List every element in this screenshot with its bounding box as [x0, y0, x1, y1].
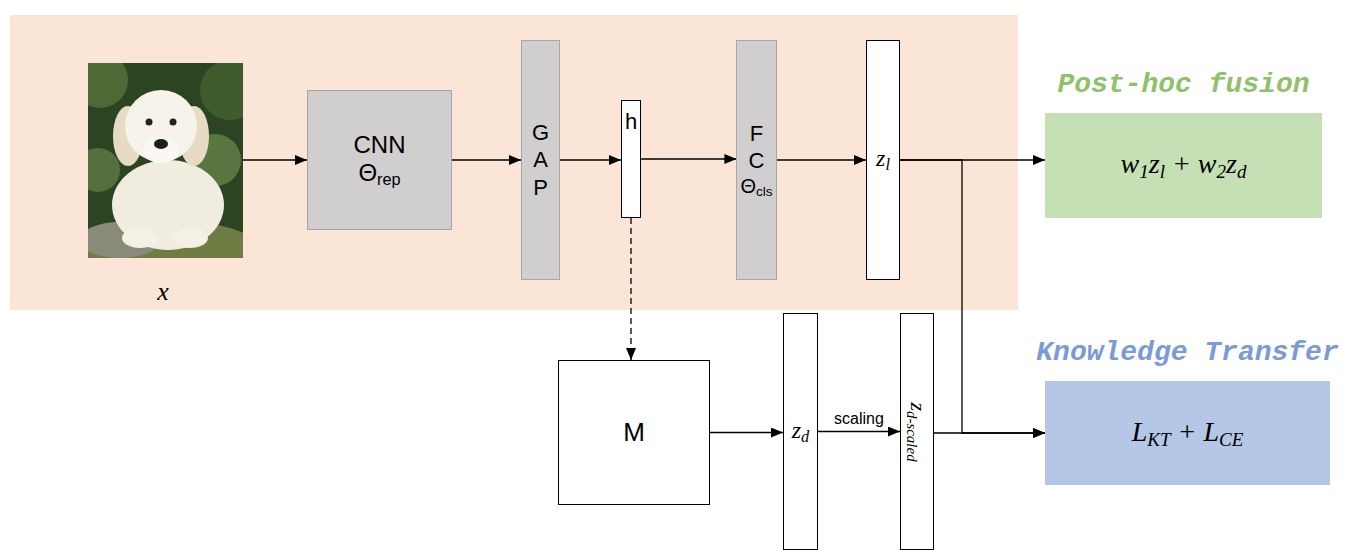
logit-vector: zd: [783, 313, 818, 550]
dashed-arrow: [630, 218, 631, 360]
flow-arrow: [452, 159, 521, 160]
flow-arrow: [818, 431, 900, 432]
module-box: M: [558, 360, 710, 505]
flow-arrow: [641, 158, 736, 159]
input-symbol: x: [157, 277, 169, 307]
dog-photo: [88, 63, 243, 258]
model-panel: [10, 15, 1018, 310]
cnn-block: CNNΘrep: [307, 90, 452, 230]
feature-vector: h: [621, 100, 641, 218]
formula: w1zl + w2zd: [1121, 148, 1247, 183]
block-label: GAP: [530, 119, 552, 202]
flow-arrow: [710, 432, 783, 433]
flow-arrow: [560, 159, 621, 160]
fusion-box: Post-hoc fusionw1zl + w2zd: [1045, 113, 1322, 218]
input-arrow: [243, 159, 307, 160]
parameter-symbol: Θcls: [740, 175, 772, 200]
block-label: FC: [746, 120, 768, 175]
parameter-symbol: Θrep: [358, 159, 400, 189]
section-title: Knowledge Transfer: [1036, 337, 1338, 369]
block-label: M: [623, 418, 645, 448]
scaled-logit-vector: zd-scaled: [900, 313, 934, 550]
vector-symbol: zd: [792, 417, 810, 447]
vector-symbol: h: [625, 109, 637, 134]
flow-arrow: [777, 159, 866, 160]
formula: LKT + LCE: [1132, 416, 1244, 451]
vector-symbol: zd-scaled: [903, 402, 931, 461]
vector-symbol: zl: [876, 145, 890, 175]
block-label: CNN: [354, 131, 406, 159]
flow-arrow: [934, 432, 1045, 433]
pooling-bar: GAP: [521, 40, 560, 280]
loss-box: Knowledge TransferLKT + LCE: [1045, 381, 1330, 485]
fc-bar: FCΘcls: [736, 40, 776, 280]
section-title: Post-hoc fusion: [1057, 69, 1309, 101]
logit-vector: zl: [866, 40, 900, 280]
edge-label: scaling: [832, 410, 886, 428]
